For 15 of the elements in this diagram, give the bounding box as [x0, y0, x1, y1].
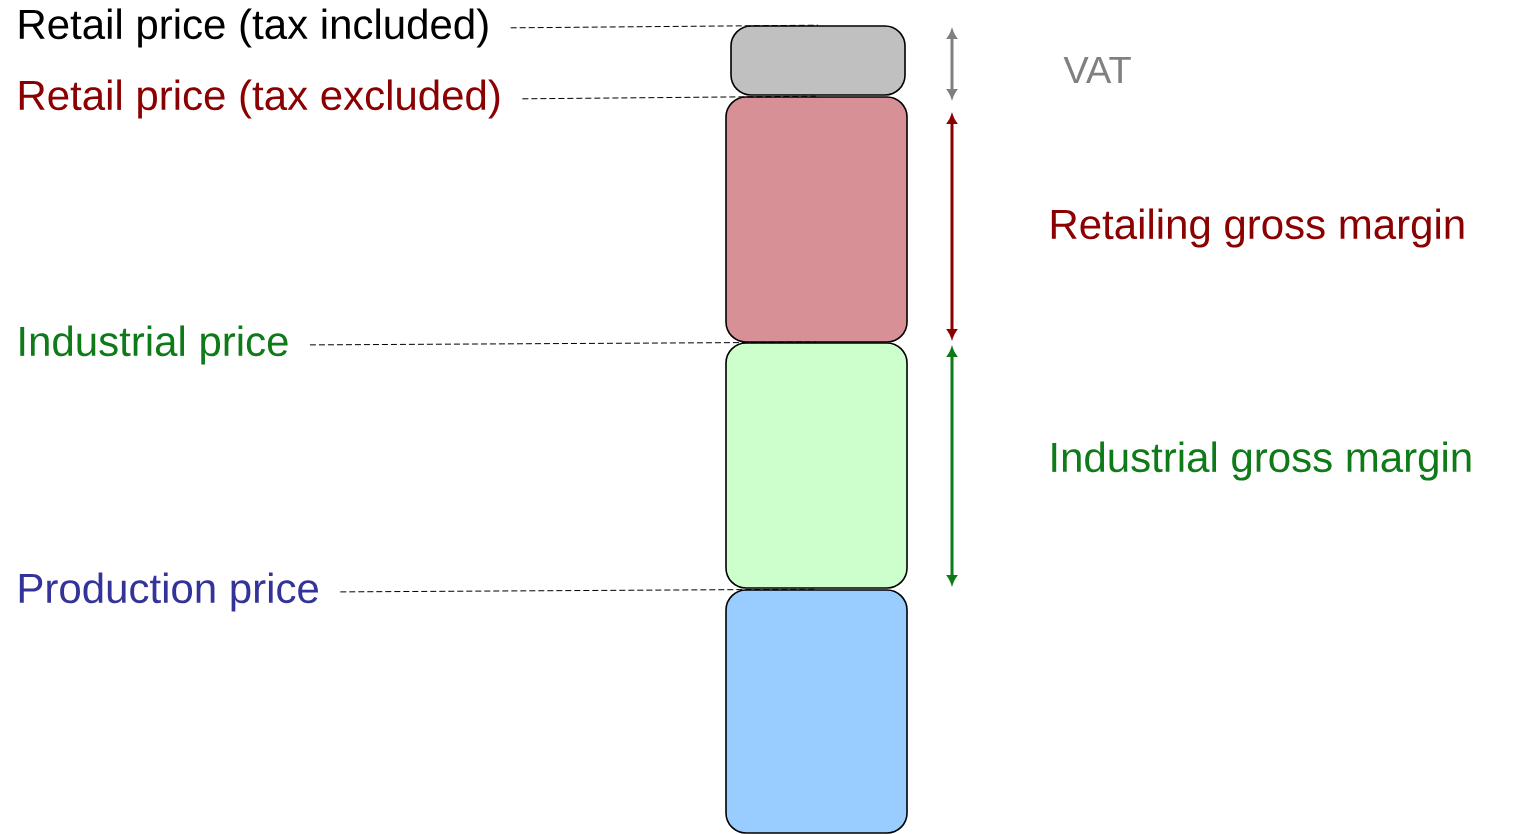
leader-line: [510, 24, 819, 29]
margin-label: Retailing gross margin: [1051, 208, 1464, 248]
price-block: [725, 589, 908, 834]
price-label: Retail price (tax included): [19, 8, 488, 48]
margin-label: Industrial gross margin: [1052, 441, 1471, 481]
leader-line: [521, 95, 817, 100]
margin-label: VAT: [1063, 56, 1131, 84]
price-block: [725, 342, 908, 589]
leader-line: [309, 341, 817, 346]
price-block: [730, 25, 906, 96]
price-label: Industrial price: [20, 325, 288, 365]
price-block: [725, 96, 908, 343]
price-label: Retail price (tax excluded): [19, 79, 500, 119]
price-label: Production price: [19, 572, 318, 612]
leader-line: [339, 588, 817, 593]
